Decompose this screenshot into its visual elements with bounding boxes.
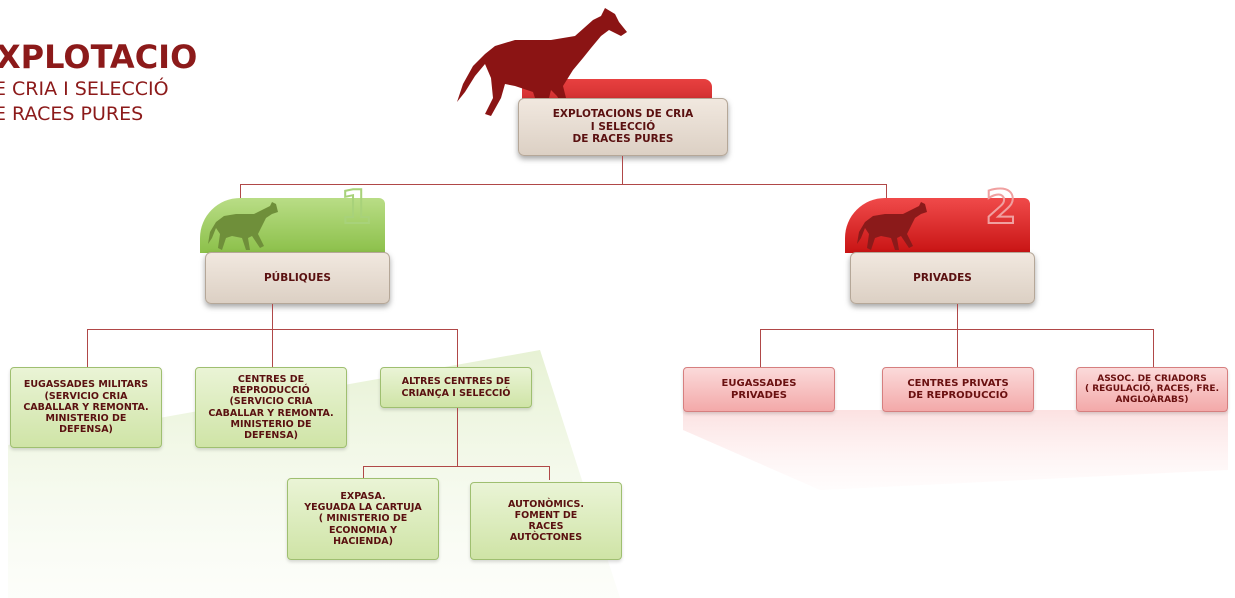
page-subtitle-line1: E CRIA I SELECCIÓ xyxy=(0,78,169,100)
connector xyxy=(622,156,623,184)
connector xyxy=(457,408,458,466)
privades-child-1: EUGASSADES PRIVADES xyxy=(683,367,835,412)
horse-small-red-icon xyxy=(857,202,927,250)
publiques-grandchild-2: AUTONÒMICS. FOMENT DE RACES AUTÒCTONES xyxy=(470,482,622,560)
root-box: EXPLOTACIONS DE CRIA I SELECCIÓ DE RACES… xyxy=(518,98,728,156)
privades-child-3: ASSOC. DE CRIADORS ( REGULACIÓ, RACES, F… xyxy=(1076,367,1228,412)
publiques-number: 1 xyxy=(339,179,373,235)
red-shadow xyxy=(683,410,1228,490)
connector xyxy=(363,466,549,467)
privades-child-2: CENTRES PRIVATS DE REPRODUCCIÓ xyxy=(882,367,1034,412)
privades-number: 2 xyxy=(984,179,1018,235)
connector xyxy=(957,304,958,329)
connector xyxy=(363,466,364,480)
privades-box: PRIVADES xyxy=(850,252,1035,304)
connector xyxy=(272,304,273,329)
publiques-box: PÚBLIQUES xyxy=(205,252,390,304)
connector xyxy=(457,329,458,367)
publiques-grandchild-1: EXPASA. YEGUADA LA CARTUJA ( MINISTERIO … xyxy=(287,478,439,560)
connector xyxy=(760,329,1153,330)
connector xyxy=(272,329,273,367)
publiques-child-3: ALTRES CENTRES DE CRIANÇA I SELECCIÓ xyxy=(380,367,532,408)
connector xyxy=(957,329,958,367)
connector xyxy=(760,329,761,367)
page-title: XPLOTACIO xyxy=(0,38,198,76)
connector xyxy=(87,329,88,367)
publiques-child-1: EUGASSADES MILITARS (SERVICIO CRIA CABAL… xyxy=(10,367,162,448)
page-subtitle-line2: E RACES PURES xyxy=(0,103,144,125)
horse-silhouette-icon xyxy=(457,8,627,124)
connector xyxy=(240,184,886,185)
green-shadow xyxy=(8,350,620,598)
connector xyxy=(549,466,550,480)
publiques-child-2: CENTRES DE REPRODUCCIÓ (SERVICIO CRIA CA… xyxy=(195,367,347,448)
connector xyxy=(1153,329,1154,367)
horse-small-green-icon xyxy=(208,202,278,250)
